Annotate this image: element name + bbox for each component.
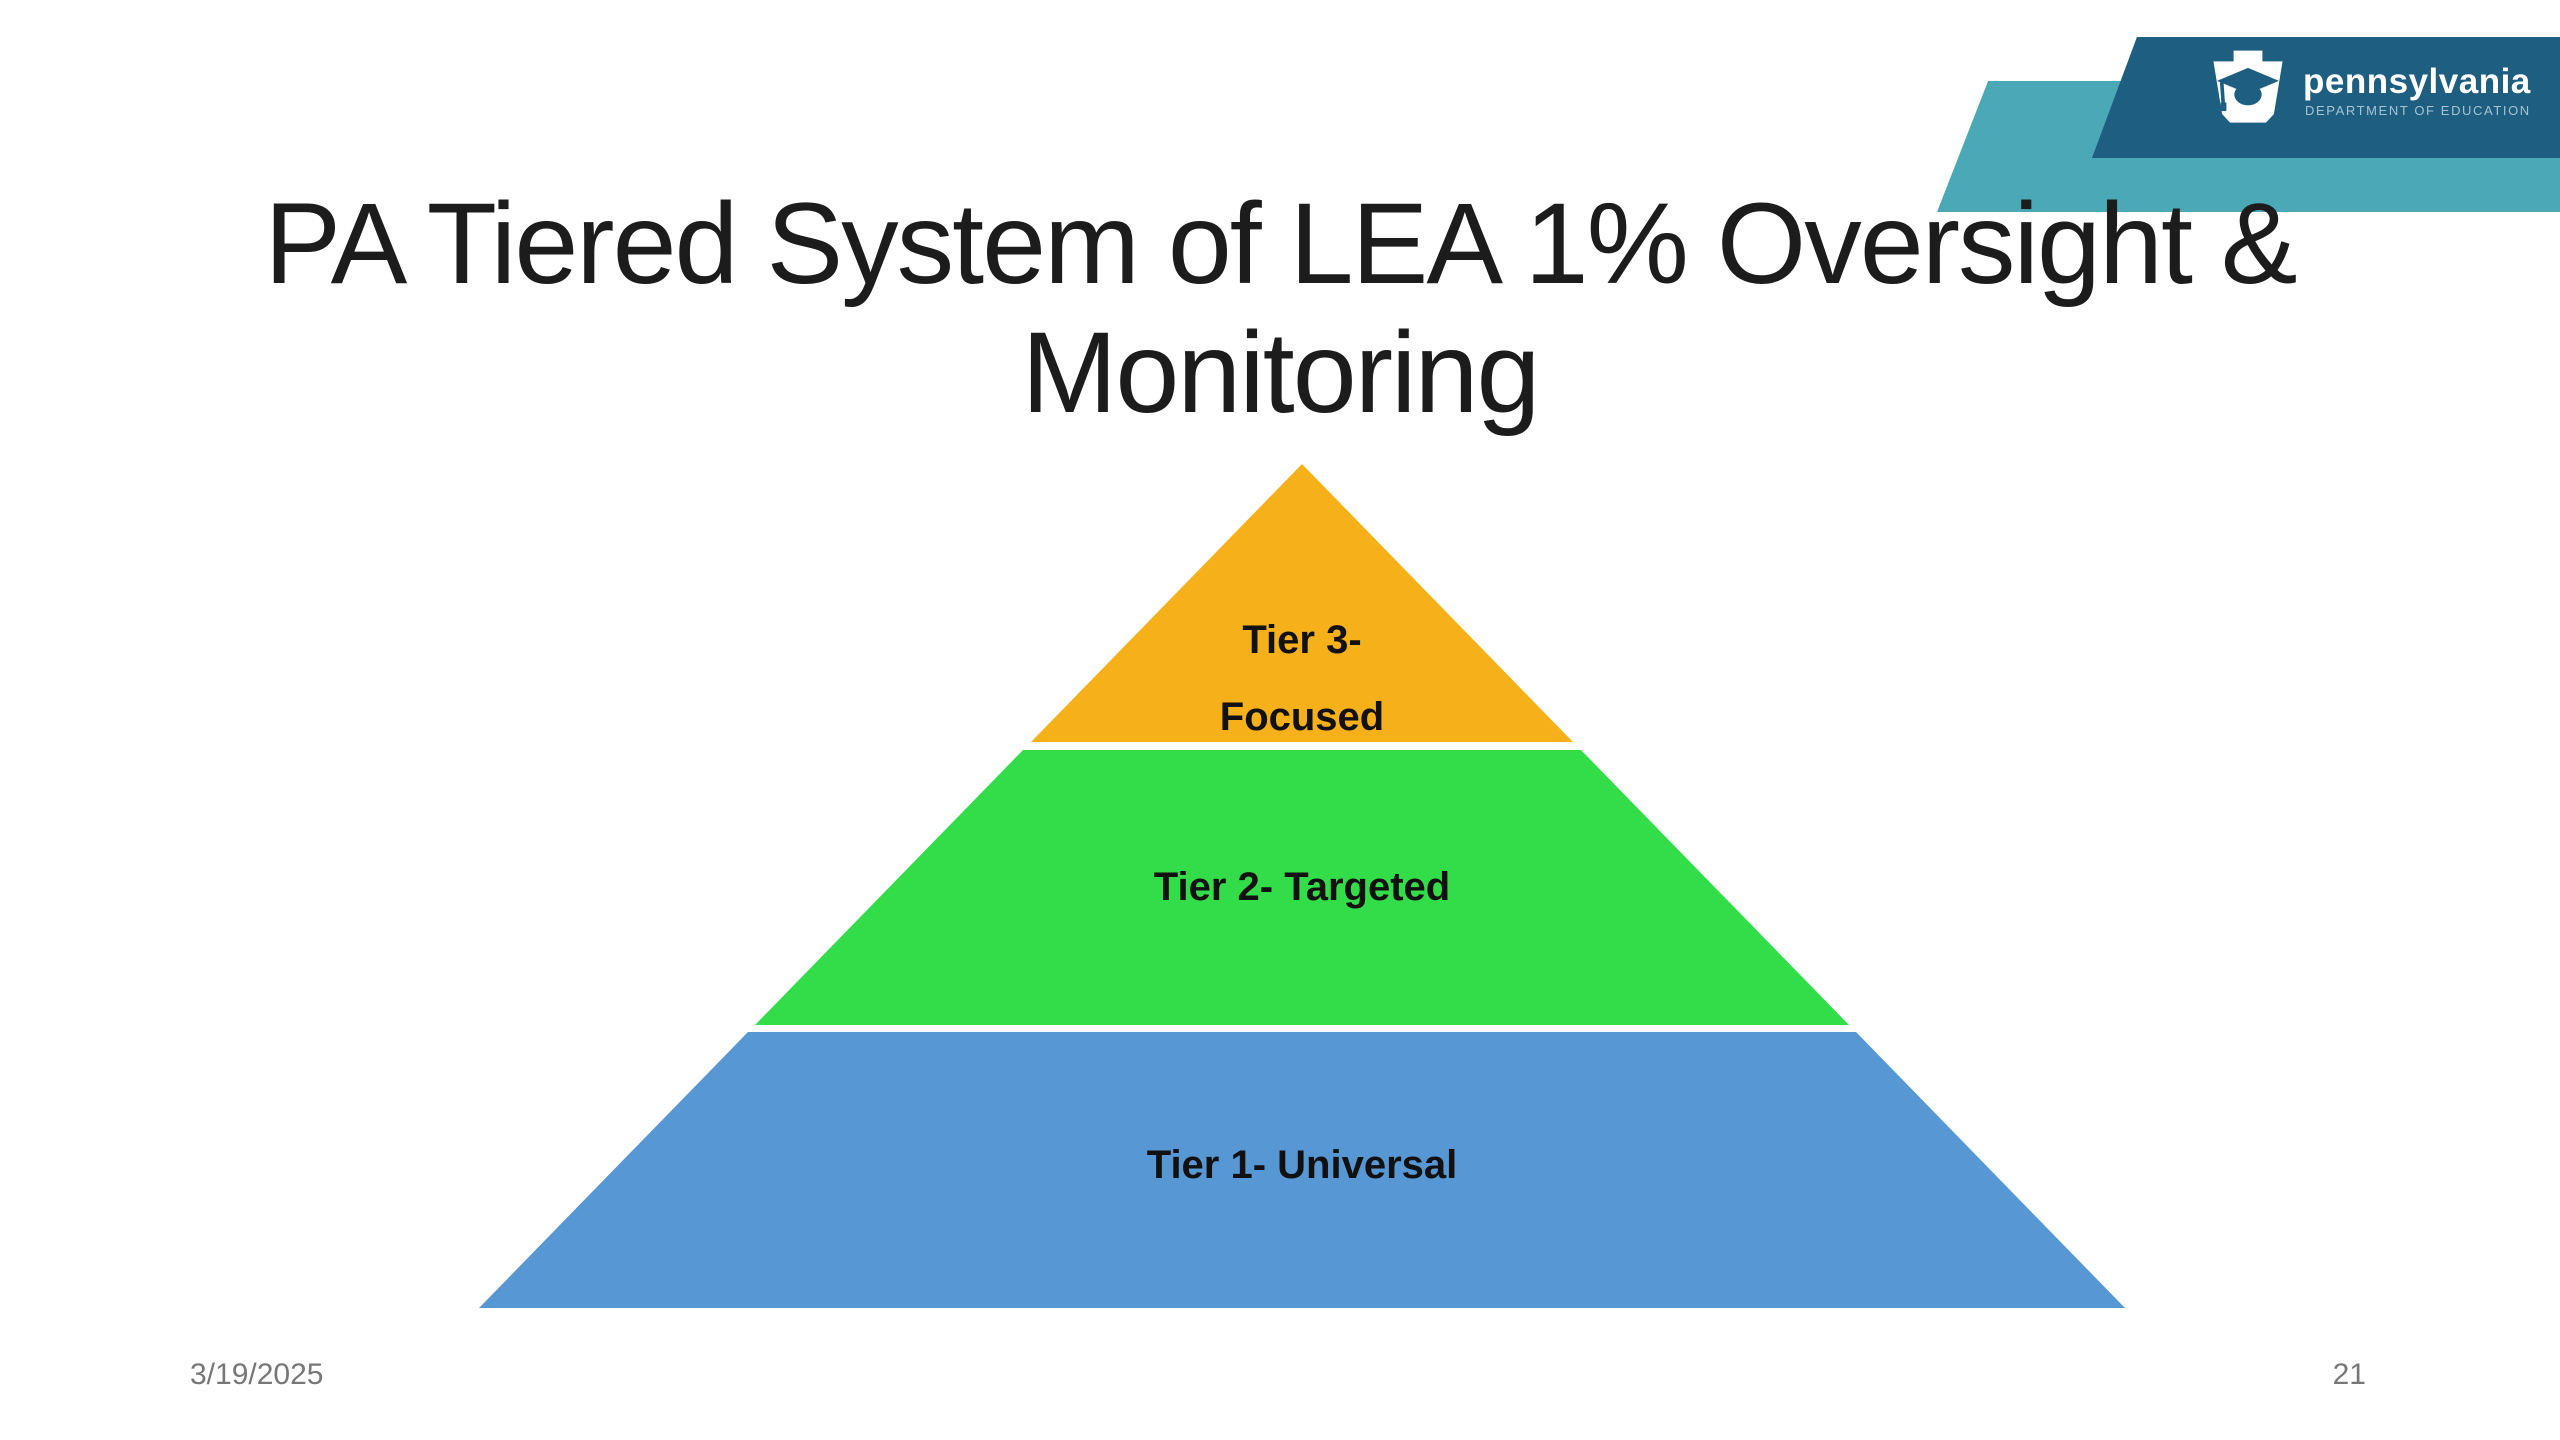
tier2-trapezoid bbox=[755, 750, 1849, 1025]
tier3-label-line1: Tier 3- bbox=[1242, 618, 1362, 662]
slide-title-line2: Monitoring bbox=[1021, 309, 1541, 437]
slide-title: PA Tiered System of LEA 1% Oversight & M… bbox=[0, 180, 2560, 438]
logo-department-name: DEPARTMENT OF EDUCATION bbox=[2305, 103, 2531, 118]
mortarboard-icon bbox=[2217, 67, 2279, 94]
tier3-triangle bbox=[1031, 464, 1573, 742]
keystone-graduation-cap-icon bbox=[2213, 50, 2283, 123]
tassel-cord bbox=[2219, 82, 2225, 103]
tier1-trapezoid bbox=[479, 1032, 2125, 1308]
tassel-end bbox=[2220, 102, 2227, 112]
logo-org-name: pennsylvania bbox=[2303, 62, 2531, 101]
slide-title-line1: PA Tiered System of LEA 1% Oversight & bbox=[264, 180, 2297, 308]
slide-page-number: 21 bbox=[2332, 1358, 2366, 1391]
tier3-label-line2: Focused bbox=[1219, 695, 1385, 739]
tier1-label: Tier 1- Universal bbox=[1146, 1143, 1458, 1187]
slide-date: 3/19/2025 bbox=[190, 1358, 324, 1391]
tier2-label: Tier 2- Targeted bbox=[1153, 865, 1451, 909]
logo-dark-parallelogram bbox=[2092, 37, 2560, 158]
cap-head bbox=[2234, 83, 2262, 106]
